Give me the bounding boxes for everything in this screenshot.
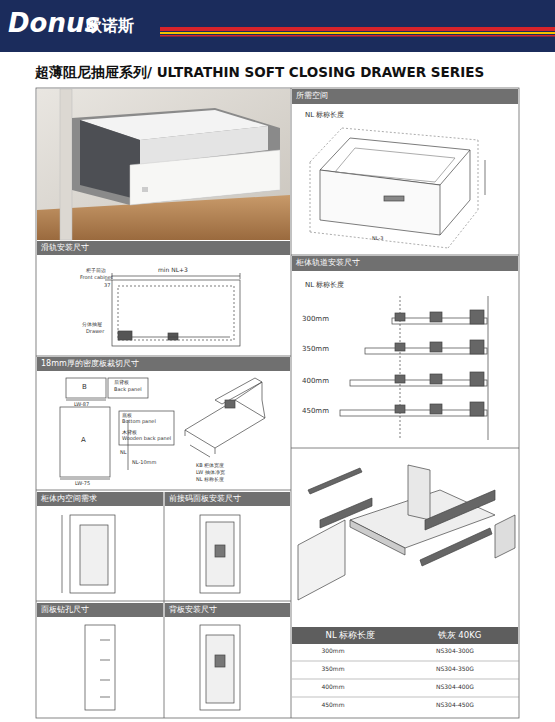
- section-heading: NL 标称长度: [296, 631, 405, 640]
- drawing-label: Back panel: [114, 387, 142, 393]
- section-heading: 18mm厚的密度板裁切尺寸: [41, 360, 139, 369]
- drawing-label: 450mm: [302, 408, 329, 416]
- table-cell: NS304-300G: [436, 648, 474, 655]
- drawing-label: Drawer: [86, 329, 104, 335]
- table-cell: 350mm: [321, 666, 344, 673]
- drawing-label: NL-3: [372, 236, 383, 242]
- table-lines: [292, 661, 519, 697]
- drawing-label: NL: [120, 450, 127, 456]
- section-band: 滑轨安装尺寸: [37, 241, 290, 255]
- header-stripe: [160, 27, 555, 31]
- drawing-label: 300mm: [302, 316, 329, 324]
- drawing-label: 37: [104, 283, 110, 289]
- section-band: 前接码面板安装尺寸: [165, 492, 290, 506]
- drawing-label: B: [82, 384, 87, 392]
- section-band: 所需空间: [292, 89, 518, 104]
- logo-text: 欧诺斯: [86, 17, 134, 35]
- section-band: 面板钻孔尺寸: [37, 603, 163, 617]
- drawing-label: 400mm: [302, 378, 329, 386]
- page-title: 超薄阻尼抽屉系列/ ULTRATHIN SOFT CLOSING DRAWER …: [35, 64, 484, 82]
- drawer-photo: [37, 89, 290, 240]
- section-heading: 柜体内空间需求: [41, 495, 97, 504]
- header-bar: [0, 0, 555, 52]
- drawing-label: Wooden back panel: [122, 436, 171, 442]
- rail-drawing: [340, 296, 488, 440]
- section-band: 柜体轨道安装尺寸: [292, 256, 518, 271]
- section-band: 背板安装尺寸: [165, 603, 290, 617]
- drawing-label: KB 柜体宽度: [196, 463, 224, 469]
- drawing-label: LW-75: [75, 481, 90, 487]
- drawing-label: 后背板: [114, 380, 129, 386]
- drawing-label: Front cabinet: [80, 275, 113, 281]
- section-heading: 背板安装尺寸: [169, 606, 217, 615]
- exploded-drawing: [298, 465, 515, 600]
- drawing-label: 柜子前边: [86, 268, 106, 274]
- drawing-label: NL-10mm: [132, 460, 156, 466]
- table-header: NL 标称长度铁灰 40KG: [292, 627, 518, 644]
- section-heading: 滑轨安装尺寸: [41, 244, 89, 253]
- drawing-label: min NL+3: [158, 267, 188, 274]
- drawing-label: NL 标称长度: [305, 282, 344, 290]
- section-band: 18mm厚的密度板裁切尺寸: [37, 357, 290, 371]
- drawing-label: Bottom panel: [122, 419, 156, 425]
- slide-drawing: [105, 273, 240, 346]
- header-stripe: [160, 35, 555, 37]
- table-cell: NS304-400G: [436, 684, 474, 691]
- header-stripe: [160, 32, 555, 34]
- drawing-label: 底板: [122, 413, 132, 419]
- table-cell: NS304-450G: [436, 702, 474, 709]
- table-cell: NS304-350G: [436, 666, 474, 673]
- frame: [36, 88, 519, 718]
- drawing-label: 350mm: [302, 346, 329, 354]
- drawing-label: LW-87: [74, 402, 89, 408]
- section-band: 柜体内空间需求: [37, 492, 163, 506]
- section-heading: 铁灰 40KG: [405, 631, 514, 640]
- table-cell: 400mm: [321, 684, 344, 691]
- drawing-label: LW 抽体净宽: [196, 470, 225, 476]
- cutting-drawing: [60, 378, 265, 479]
- drawing-label: NL 标称长度: [196, 477, 224, 483]
- table-cell: 450mm: [321, 702, 344, 709]
- section-heading: 面板钻孔尺寸: [41, 606, 89, 615]
- section-heading: 前接码面板安装尺寸: [169, 495, 241, 504]
- drawing-label: 木背板: [122, 430, 137, 436]
- section-heading: 柜体轨道安装尺寸: [296, 259, 360, 268]
- section-heading: 所需空间: [296, 92, 328, 101]
- table-cell: 300mm: [321, 648, 344, 655]
- space-drawing: [310, 128, 485, 248]
- drawing-label: 分体抽屉: [82, 322, 102, 328]
- drawing-label: A: [81, 437, 86, 445]
- drawing-label: NL 标称长度: [305, 112, 344, 120]
